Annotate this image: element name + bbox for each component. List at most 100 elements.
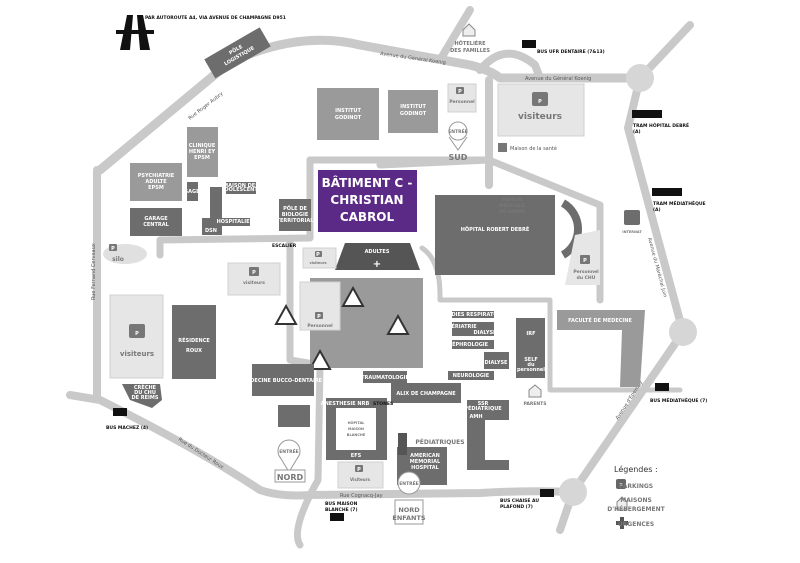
svg-text:FACULTÉ DE MEDECINE: FACULTÉ DE MEDECINE: [568, 316, 632, 324]
bus-icon: [522, 40, 536, 48]
svg-text:visiteurs: visiteurs: [309, 261, 326, 265]
road-godinot: [306, 156, 493, 169]
building-hopital-maison-blanche: ANESTHESIE NRB STONES HÔPITAL MAISON BLA…: [321, 398, 393, 460]
svg-text:ENTRÉE: ENTRÉE: [448, 127, 468, 135]
svg-text:P: P: [458, 89, 462, 95]
svg-text:P: P: [357, 467, 361, 473]
parking-visiteurs-adultes[interactable]: P visiteurs: [302, 247, 337, 269]
svg-text:personnel: personnel: [517, 367, 545, 373]
label-pediatriques: PÉDIATRIQUES: [415, 438, 464, 446]
svg-text:ENTRÉE: ENTRÉE: [279, 447, 299, 455]
svg-text:CHRISTIAN: CHRISTIAN: [330, 193, 403, 207]
svg-text:BLANCHE (7): BLANCHE (7): [325, 507, 358, 513]
road-docteur-roux-cognacq: [66, 391, 577, 500]
building-creche: CRÈCHE DU CHU DE REIMS: [122, 383, 162, 408]
emergency-adultes[interactable]: ADULTES +: [335, 243, 420, 270]
building-hopital-robert-debre[interactable]: HÔPITAL ROBERT DEBRÉ MAISON MÉDICALE DE …: [435, 195, 583, 275]
building-garage-central: GARAGE CENTRAL: [130, 208, 182, 236]
svg-text:PÉDIATRIQUE: PÉDIATRIQUE: [464, 404, 502, 412]
svg-text:GODINOT: GODINOT: [400, 111, 427, 117]
street-koenig-2: Avenue du Général Koenig: [525, 75, 591, 82]
svg-text:DE REIMS: DE REIMS: [131, 395, 158, 401]
parking-visiteurs-roux[interactable]: P visiteurs: [109, 294, 164, 379]
svg-text:MAISON: MAISON: [348, 427, 364, 431]
svg-text:INSTITUT: INSTITUT: [400, 104, 426, 110]
svg-text:P: P: [317, 314, 321, 320]
svg-text:ANESTHESIE NRB: ANESTHESIE NRB: [321, 401, 370, 407]
svg-text:HOSPITAL: HOSPITAL: [411, 465, 439, 471]
svg-text:MAISON: MAISON: [502, 197, 523, 203]
cross-icon: [616, 517, 628, 529]
building-godinot-2: INSTITUT GODINOT: [388, 90, 438, 133]
svg-text:ENFANTS: ENFANTS: [392, 514, 425, 522]
parking-personnel-nord[interactable]: P Personnel: [447, 83, 477, 113]
road-nord: [286, 236, 324, 549]
parking-silo[interactable]: P silo: [103, 244, 147, 264]
svg-text:P: P: [135, 331, 139, 337]
entrance-sud[interactable]: ENTRÉE SUD: [448, 121, 468, 162]
svg-text:NORD: NORD: [398, 506, 420, 514]
bus-ufr-dentaire[interactable]: BUS UFR DENTAIRE (7&13): [522, 40, 605, 55]
legend-maisons: MAISONS: [620, 497, 652, 504]
svg-text:AMH: AMH: [469, 414, 482, 420]
svg-text:EFS: EFS: [351, 453, 362, 459]
legend-maisons-2: D'HÉBERGEMENT: [607, 505, 665, 513]
svg-text:visiteurs: visiteurs: [120, 350, 154, 358]
road-marechal-juin: [556, 74, 687, 534]
access-note: PAR AUTOROUTE A4, VIA AVENUE DE CHAMPAGN…: [145, 15, 286, 21]
entrance-nord[interactable]: ENTRÉE NORD: [274, 439, 306, 483]
building-bucco-dentaire: MEDECINE BUCCO-DENTAIRE: [242, 364, 323, 427]
svg-text:MEDECINE BUCCO-DENTAIRE: MEDECINE BUCCO-DENTAIRE: [242, 378, 323, 384]
svg-text:ADULTE: ADULTE: [145, 179, 167, 185]
building-alix-de-champagne: ALIX DE CHAMPAGNE: [391, 383, 461, 403]
bus-maison-blanche[interactable]: BUS MAISON BLANCHE (7): [325, 501, 358, 521]
building-batiment-c-christian-cabrol[interactable]: BÂTIMENT C - CHRISTIAN CABROL: [318, 170, 417, 232]
construction-icon: [308, 348, 332, 370]
svg-text:PARENTS: PARENTS: [524, 401, 547, 407]
parking-visiteurs-centre[interactable]: P visiteurs: [227, 262, 281, 296]
legend: Légendes : P PARKINGS MAISONS D'HÉBERGEM…: [607, 464, 666, 529]
label-maison-sante: Maison de la santé: [510, 145, 557, 152]
tram-hopital-debre[interactable]: TRAM HÔPITAL DEBRÉ (A): [632, 110, 689, 135]
cross-icon: +: [373, 259, 381, 270]
svg-text:MAISON DES: MAISON DES: [223, 183, 259, 189]
svg-text:(A): (A): [633, 129, 641, 135]
building-sage: SAGE: [185, 182, 200, 201]
building-dsn: DSN HOSPITALIER: [202, 187, 254, 235]
bus-chaise-au-plafond[interactable]: BUS CHAISE AU PLAFOND (7): [500, 489, 554, 510]
construction-icon: [274, 303, 298, 325]
svg-text:DIALYSE: DIALYSE: [474, 330, 498, 336]
building-faculte-medecine: FACULTÉ DE MEDECINE: [557, 310, 645, 387]
road-north-spur: [436, 6, 474, 64]
svg-text:TRAUMATOLOGIE: TRAUMATOLOGIE: [361, 375, 409, 381]
lodging-parents: PARENTS: [524, 384, 547, 407]
parking-personnel-centre[interactable]: P Personnel: [299, 281, 341, 331]
bus-mediatheque[interactable]: BUS MÉDIATHÈQUE (7): [650, 383, 707, 404]
parking-visiteurs-koenig[interactable]: P visiteurs: [497, 83, 585, 137]
lodging-hoteliere: HÔTELIÈRE DES FAMILLES: [450, 23, 490, 54]
svg-text:TRAM MÉDIATHÈQUE: TRAM MÉDIATHÈQUE: [653, 199, 706, 207]
legend-urgences: URGENCES: [618, 521, 654, 528]
svg-text:CRÈCHE: CRÈCHE: [134, 383, 157, 391]
parking-visiteurs-nord[interactable]: P Visiteurs: [337, 461, 384, 489]
svg-text:RÉSIDENCE: RÉSIDENCE: [178, 336, 210, 344]
tram-mediatheque[interactable]: TRAM MÉDIATHÈQUE (A): [652, 188, 706, 213]
svg-text:NORD: NORD: [277, 473, 304, 482]
svg-text:BIOLOGIE: BIOLOGIE: [282, 212, 309, 218]
construction-icon: [341, 285, 365, 307]
svg-text:SELF: SELF: [524, 357, 538, 363]
svg-text:PLAFOND (7): PLAFOND (7): [500, 504, 533, 510]
svg-text:BUS MAISON: BUS MAISON: [325, 501, 358, 507]
svg-text:CABROL: CABROL: [340, 210, 395, 224]
svg-text:GÉRIATRIE: GÉRIATRIE: [447, 322, 477, 330]
svg-text:Personnel: Personnel: [449, 99, 475, 105]
bus-machez[interactable]: BUS MACHEZ (4): [106, 408, 148, 431]
svg-text:HÔPITAL ROBERT DEBRÉ: HÔPITAL ROBERT DEBRÉ: [461, 225, 530, 233]
svg-text:BUS MACHEZ (4): BUS MACHEZ (4): [106, 425, 148, 431]
parking-personnel-chu[interactable]: P Personnel du CHU: [565, 230, 600, 285]
svg-text:SSR: SSR: [478, 401, 489, 407]
bus-icon: [655, 383, 669, 391]
entrance-nord-enfants[interactable]: ENTRÉE NORD ENFANTS: [392, 471, 426, 525]
svg-text:ENTRÉE: ENTRÉE: [399, 479, 419, 487]
svg-text:DIALYSE: DIALYSE: [485, 360, 509, 366]
